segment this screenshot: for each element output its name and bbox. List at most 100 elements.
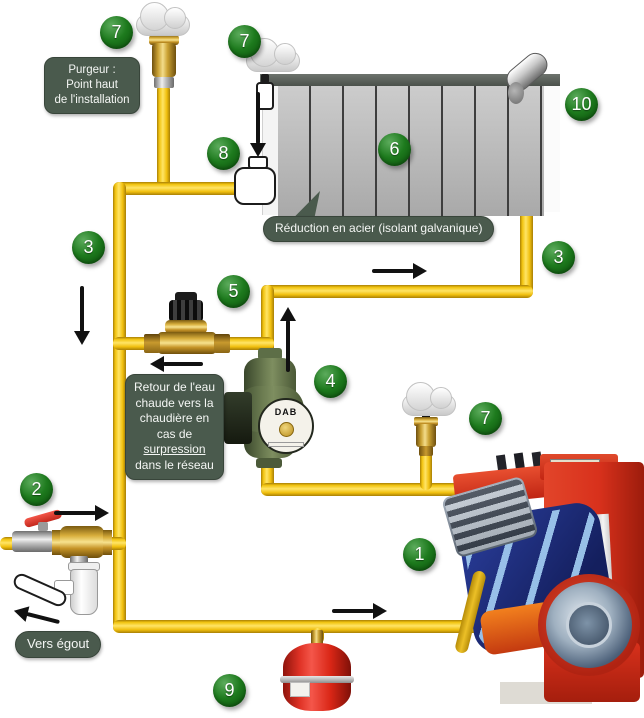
vessel-band	[280, 676, 354, 683]
siphon-cup	[70, 569, 98, 615]
marker-7-air-vent: 7	[100, 16, 133, 49]
burner-inner-ring	[566, 602, 612, 648]
steam-cloud-icon	[136, 2, 190, 36]
retour-label-line: chaudière en	[139, 411, 210, 426]
purgeur-label-line: de l'installation	[54, 93, 130, 106]
circulator-pump: DAB	[224, 348, 314, 468]
air-vent-cap	[149, 35, 179, 45]
pressure-reducing-valve	[144, 292, 230, 358]
retour-label: Retour de l'eau chaude vers la chaudière…	[125, 374, 224, 480]
radiator	[260, 74, 560, 220]
marker-label: 7	[480, 408, 491, 428]
disconnector-body	[60, 526, 104, 558]
pump-junction-box	[224, 392, 252, 444]
marker-1-boiler: 1	[403, 538, 436, 571]
pump-face-line	[268, 442, 304, 447]
steam-cloud-icon	[246, 38, 300, 72]
radiator-right-column	[544, 86, 560, 212]
radiator-vent-cap	[261, 74, 269, 83]
pump-speed-knob	[279, 422, 294, 437]
marker-label: 1	[414, 544, 425, 564]
reduction-label: Réduction en acier (isolant galvanique)	[263, 216, 495, 242]
expansion-vessel	[280, 630, 354, 712]
valve-cap	[169, 300, 203, 322]
retour-label-line: Retour de l'eau	[133, 380, 215, 394]
flow-arrow-down-left-riser	[74, 286, 90, 345]
disconnector-flange-right	[103, 530, 112, 555]
air-vent-cap	[414, 417, 438, 426]
marker-5-relief-valve: 5	[217, 275, 250, 308]
valve-bell	[165, 320, 207, 334]
air-vent-boiler	[412, 410, 440, 456]
pump-bottom-flange	[256, 458, 282, 468]
steel-reduction-elbow-icon	[232, 156, 278, 208]
reduction-body	[234, 167, 276, 205]
retour-label-line: chaude vers la	[135, 395, 214, 410]
marker-3-right-riser: 3	[542, 241, 575, 274]
marker-8-reduction: 8	[207, 137, 240, 170]
pipe-purge-stub	[420, 450, 432, 490]
retour-label-line: cas de	[156, 426, 193, 441]
marker-label: 7	[239, 31, 250, 51]
marker-7-radiator-vent: 7	[228, 25, 261, 58]
purgeur-label-line: Point haut	[66, 78, 118, 91]
boiler-cutaway	[441, 451, 644, 706]
pipe-bottom-run	[113, 620, 544, 633]
air-vent-taper	[419, 446, 433, 456]
vers-egout-label: Vers égout	[15, 631, 102, 658]
marker-label: 9	[224, 680, 235, 700]
air-vent-body	[416, 424, 436, 447]
marker-4-pump: 4	[314, 365, 347, 398]
flow-arrow-down-radiator-return	[250, 92, 266, 157]
marker-label: 3	[553, 247, 564, 267]
marker-label: 3	[83, 237, 94, 257]
valve-union-right	[214, 334, 230, 353]
marker-label: 7	[111, 22, 122, 42]
pump-face-plate: DAB	[258, 398, 314, 454]
vessel-label	[290, 682, 310, 697]
marker-10-elbow: 10	[565, 88, 598, 121]
pump-top-flange	[258, 348, 282, 360]
flow-arrow-left-relief	[150, 356, 203, 372]
marker-label: 2	[31, 479, 42, 499]
flow-arrow-right-bottom-run	[332, 603, 387, 619]
ball-valve-body	[12, 531, 54, 552]
pipe-left-riser	[113, 182, 126, 633]
pipe-mid-run	[261, 285, 533, 298]
marker-label: 10	[571, 94, 592, 114]
siphon-assembly	[11, 560, 108, 624]
valve-body	[158, 332, 216, 354]
pipe-air-vent-stub	[157, 84, 170, 188]
pipe-pump-to-boiler	[261, 483, 478, 496]
marker-6-radiator: 6	[378, 133, 411, 166]
burner-icon	[546, 582, 632, 668]
radiator-body	[278, 86, 544, 216]
galvanized-elbow-opening	[508, 82, 524, 104]
purgeur-label-line: Purgeur :	[68, 64, 116, 76]
flow-arrow-right-fill-valve	[54, 505, 109, 521]
marker-label: 5	[228, 281, 239, 301]
marker-2-fill-valve: 2	[20, 473, 53, 506]
radiator-fins	[278, 86, 544, 216]
radiator-top-bar	[260, 74, 560, 86]
marker-9-vessel: 9	[213, 674, 246, 707]
vessel-fitting	[311, 630, 323, 645]
air-vent-body	[152, 43, 176, 77]
marker-3-left-riser: 3	[72, 231, 105, 264]
marker-label: 8	[218, 143, 229, 163]
valve-cap-top	[175, 292, 197, 302]
air-vent-nut	[154, 77, 174, 88]
lever-nut	[38, 522, 48, 531]
disconnector-flange-left	[52, 530, 61, 555]
purgeur-label: Purgeur : Point haut de l'installation	[44, 57, 140, 114]
retour-label-line: dans le réseau	[135, 457, 214, 472]
retour-label-line-underlined: surpression	[143, 442, 206, 457]
pump-brand-label: DAB	[274, 407, 298, 417]
steam-cloud-icon	[402, 382, 456, 416]
pipe-top-run	[113, 182, 245, 195]
marker-7-boiler-vent: 7	[469, 402, 502, 435]
marker-label: 4	[325, 371, 336, 391]
marker-label: 6	[389, 139, 400, 159]
flow-arrow-up-pump-riser	[280, 307, 296, 372]
